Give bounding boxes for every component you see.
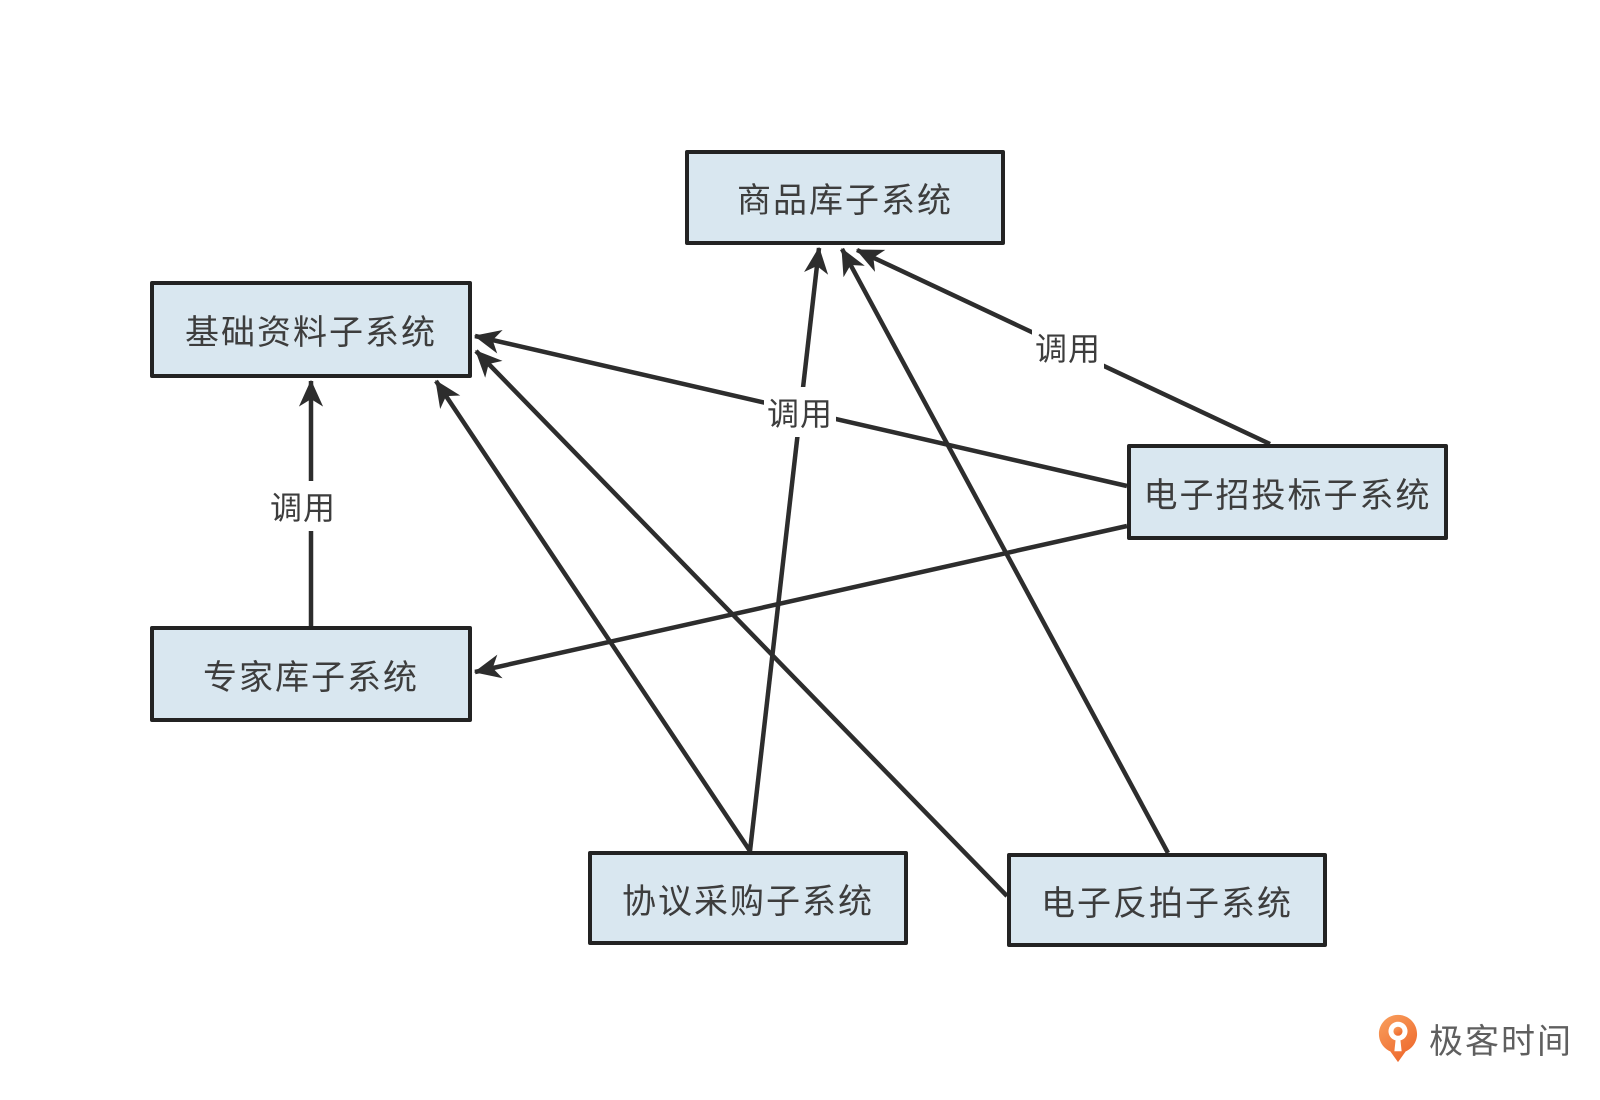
node-label: 协议采购子系统 xyxy=(622,882,874,921)
edge-label-call: 调用 xyxy=(1031,322,1105,372)
node-e-reverse-auction: 电子反拍子系统 xyxy=(1007,853,1327,947)
edge-e-reverse-auction-to-product-library xyxy=(840,247,1170,855)
geektime-pin-icon xyxy=(1378,1014,1418,1063)
edge-agreement-procurement-to-product-library xyxy=(747,246,829,852)
node-expert-library: 专家库子系统 xyxy=(150,626,472,722)
edge-label-call: 调用 xyxy=(763,387,837,437)
edge-e-bidding-to-expert-library xyxy=(473,523,1128,679)
geektime-logo: 极客时间 xyxy=(1378,1014,1573,1063)
node-label: 基础资料子系统 xyxy=(185,314,437,352)
node-product-library: 商品库子系统 xyxy=(685,150,1005,245)
node-label: 专家库子系统 xyxy=(203,658,419,697)
edge-agreement-procurement-to-basic-data xyxy=(434,379,752,853)
node-label: 电子招投标子系统 xyxy=(1143,476,1432,515)
edge-e-reverse-auction-to-basic-data xyxy=(474,349,1009,898)
node-label: 商品库子系统 xyxy=(737,182,953,220)
geektime-logo-text: 极客时间 xyxy=(1429,1023,1573,1061)
node-e-bidding: 电子招投标子系统 xyxy=(1127,444,1448,540)
node-basic-data: 基础资料子系统 xyxy=(150,281,472,378)
edge-label-call: 调用 xyxy=(266,481,340,531)
node-agreement-procurement: 协议采购子系统 xyxy=(588,851,908,945)
node-label: 电子反拍子系统 xyxy=(1041,884,1293,923)
